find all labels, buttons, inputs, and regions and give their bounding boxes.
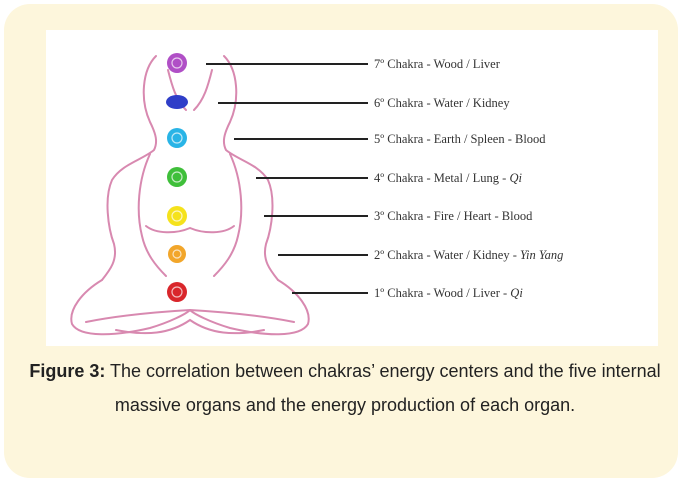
chakra-1-symbol-icon xyxy=(167,282,187,302)
chakra-3-label: 3º Chakra - Fire / Heart - Blood xyxy=(374,209,532,223)
chakra-6-label: 6º Chakra - Water / Kidney xyxy=(374,96,510,110)
chakra-diagram xyxy=(46,30,658,346)
chakra-7-text: 7º Chakra - Wood / Liver xyxy=(374,57,500,71)
chakra-6-symbol-icon xyxy=(166,95,188,109)
figure-caption-label: Figure 3: xyxy=(29,361,105,381)
chakra-7-label: 7º Chakra - Wood / Liver xyxy=(374,57,500,71)
chakra-5-text: 5º Chakra - Earth / Spleen - Blood xyxy=(374,132,546,146)
chakra-4-symbol-icon xyxy=(167,167,187,187)
chakra-2-text: 2º Chakra - Water / Kidney - xyxy=(374,248,520,262)
chakra-4-italic: Qi xyxy=(509,171,522,185)
chakra-1-italic: Qi xyxy=(510,286,523,300)
leader-lines xyxy=(206,64,368,293)
figure-caption: Figure 3: The correlation between chakra… xyxy=(26,354,664,422)
chakra-3-symbol-icon xyxy=(167,206,187,226)
chakra-3-text: 3º Chakra - Fire / Heart - Blood xyxy=(374,209,532,223)
chakra-2-italic: Yin Yang xyxy=(520,248,563,262)
chakra-2-label: 2º Chakra - Water / Kidney - Yin Yang xyxy=(374,248,563,262)
chakra-2-symbol-icon xyxy=(168,245,186,263)
chakra-4-label: 4º Chakra - Metal / Lung - Qi xyxy=(374,171,522,185)
chakra-6-text: 6º Chakra - Water / Kidney xyxy=(374,96,510,110)
figure-caption-text: The correlation between chakras’ energy … xyxy=(105,361,660,415)
chakra-1-label: 1º Chakra - Wood / Liver - Qi xyxy=(374,286,523,300)
chakra-symbols xyxy=(166,53,188,302)
figure-card: 7º Chakra - Wood / Liver 6º Chakra - Wat… xyxy=(4,4,678,478)
figure-image: 7º Chakra - Wood / Liver 6º Chakra - Wat… xyxy=(46,30,658,346)
chakra-5-symbol-icon xyxy=(167,128,187,148)
chakra-1-text: 1º Chakra - Wood / Liver - xyxy=(374,286,510,300)
meditating-figure-outline xyxy=(71,56,308,334)
chakra-5-label: 5º Chakra - Earth / Spleen - Blood xyxy=(374,132,546,146)
chakra-4-text: 4º Chakra - Metal / Lung - xyxy=(374,171,509,185)
chakra-7-symbol-icon xyxy=(167,53,187,73)
